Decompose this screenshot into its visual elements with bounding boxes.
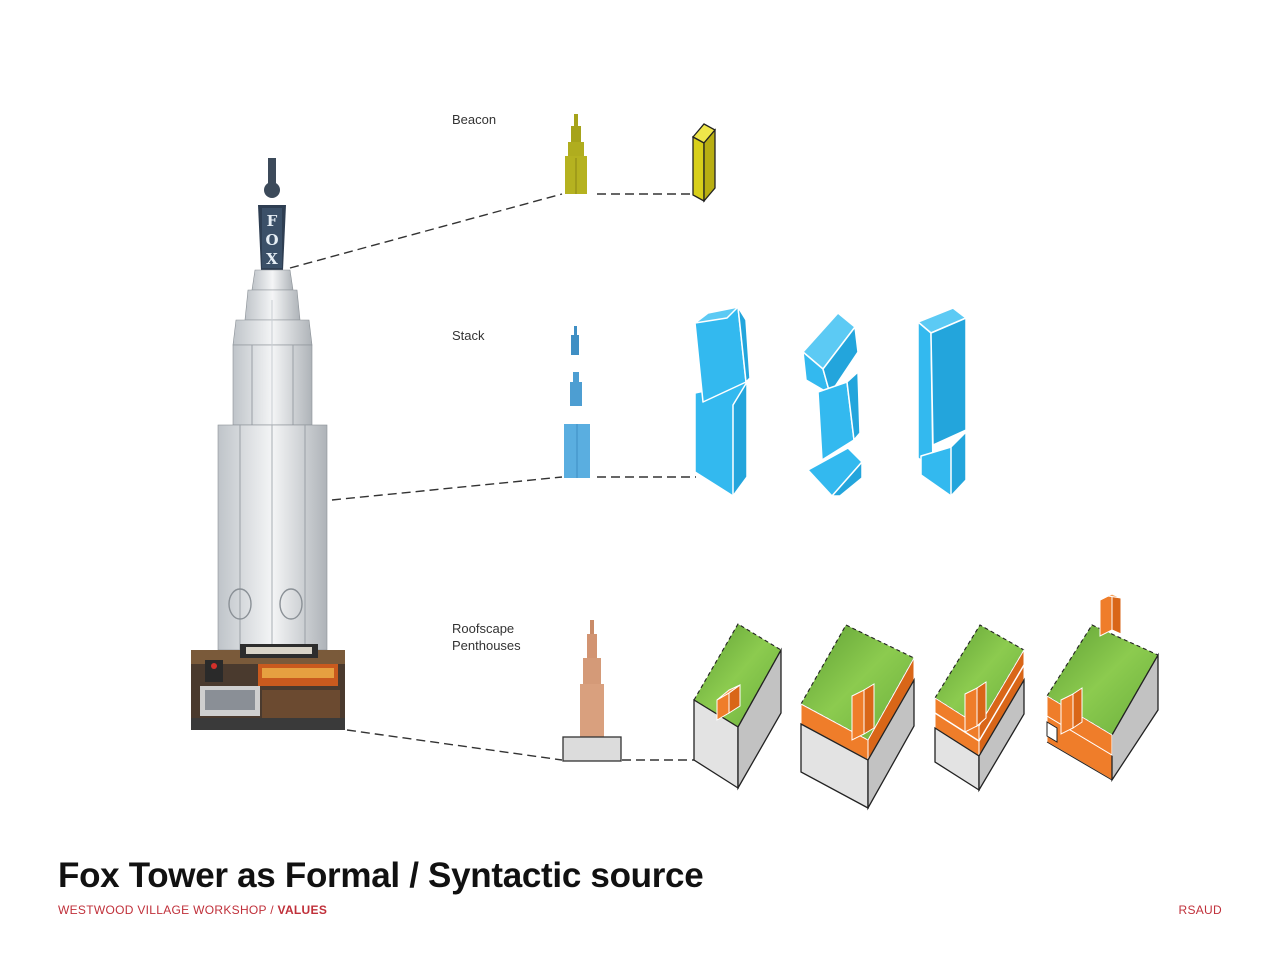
fox-tower-illustration: F O X <box>191 158 345 730</box>
fox-sign-letter-o: O <box>265 231 278 249</box>
brand-mark: RSAUD <box>1178 903 1222 917</box>
label-stack: Stack <box>452 328 485 343</box>
connector-lines <box>289 193 696 761</box>
footer-credit: WESTWOOD VILLAGE WORKSHOP / VALUES <box>58 903 327 917</box>
label-roofscape: Roofscape <box>452 621 515 636</box>
footer-values: VALUES <box>277 903 328 917</box>
stack-block-2 <box>802 312 863 497</box>
roofscape-variations <box>693 593 1159 811</box>
fox-sign-letter-f: F <box>267 212 278 230</box>
stack-block-3 <box>917 307 967 497</box>
fox-sign-letter-x: X <box>266 250 278 268</box>
beacon-tower-icon <box>565 114 587 194</box>
roofscape-block-3 <box>934 624 1025 793</box>
beacon-block <box>691 123 717 203</box>
stack-tower-icon <box>564 326 590 478</box>
stack-variations <box>694 306 967 497</box>
roofscape-block-1 <box>693 623 782 791</box>
label-beacon: Beacon <box>452 112 497 127</box>
roofscape-block-2 <box>800 624 915 811</box>
label-penthouses: Penthouses <box>452 638 521 653</box>
page-title: Fox Tower as Formal / Syntactic source <box>58 856 704 895</box>
roofscape-block-4 <box>1046 593 1159 783</box>
roofscape-tower-icon <box>562 620 622 762</box>
stack-block-1 <box>694 306 751 497</box>
footer-workshop: WESTWOOD VILLAGE WORKSHOP / <box>58 903 278 917</box>
